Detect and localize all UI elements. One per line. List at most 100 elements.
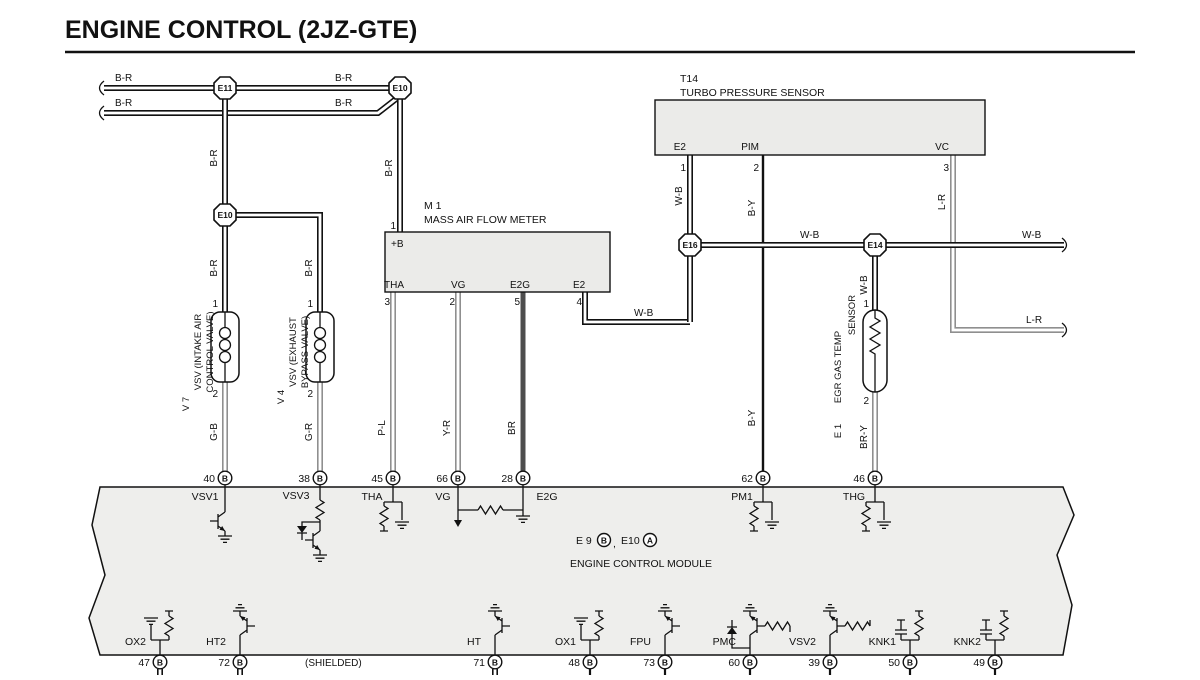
terminal-number: 50 (888, 657, 900, 669)
ecm-circuit-ht2 (232, 603, 256, 655)
terminal-name: KNK2 (954, 636, 982, 648)
maf-pin-e2: E2 (573, 280, 586, 291)
terminal-number: 73 (643, 657, 655, 669)
egr-resistor-symbol (868, 310, 882, 392)
terminal-connector-circle (867, 470, 883, 486)
wire-label-by: B-Y (747, 409, 758, 426)
continuation-brace (1061, 322, 1068, 338)
terminal-connector-circle (152, 654, 168, 670)
connector-e11: E11 (213, 76, 237, 100)
pin-number: 1 (390, 221, 396, 232)
pin-number: 1 (863, 299, 869, 310)
wire-label-br: B-R (384, 159, 395, 176)
ecm-ref2: E10 (621, 535, 640, 547)
turbo-box (654, 99, 986, 156)
terminal-name: OX1 (555, 636, 576, 648)
egr-id: E 1 (833, 424, 844, 438)
terminal-number: 45 (371, 473, 383, 485)
terminal-connector-circle (582, 654, 598, 670)
continuation-brace (1061, 237, 1068, 253)
ecm-circuit-thg (861, 485, 892, 532)
wire-label-wb: W-B (1022, 230, 1042, 241)
terminal-number: 62 (741, 473, 753, 485)
wire-label-gb: G-B (209, 423, 220, 441)
shielded-note: (SHIELDED) (305, 658, 362, 669)
terminal-connector-circle (385, 470, 401, 486)
terminal-connector-circle (450, 470, 466, 486)
ecm-ref1: E 9 (576, 535, 592, 547)
terminal-number: 72 (218, 657, 230, 669)
pin-number: 1 (307, 299, 313, 310)
terminal-code: B (827, 658, 833, 668)
terminal-number: 47 (138, 657, 150, 669)
wire-label-wb: W-B (859, 275, 870, 295)
pin-number: 2 (449, 297, 455, 308)
maf-pin-vg: VG (451, 280, 466, 291)
wire-label-br: B-R (115, 98, 132, 109)
terminal-connector-circle (515, 470, 531, 486)
connector-e14-label: E14 (867, 240, 882, 250)
pin-number: 2 (753, 163, 759, 174)
terminal-name: OX2 (125, 636, 146, 648)
pin-number: 5 (514, 297, 520, 308)
connector-e11-label: E11 (218, 83, 233, 93)
terminal-name: PM1 (731, 491, 753, 503)
terminal-number: 71 (473, 657, 485, 669)
pin-number: 2 (212, 389, 218, 400)
ecm-circuit-vsv1 (209, 485, 233, 544)
continuation-braces (98, 80, 1068, 338)
terminal-name: VSV2 (789, 636, 816, 648)
wire-label-by: B-Y (747, 199, 758, 216)
maf-id: M 1 (424, 200, 442, 212)
connector-e14: E14 (863, 233, 887, 257)
terminal-number: 48 (568, 657, 580, 669)
terminal-code: B (760, 474, 766, 484)
terminal-number: 40 (203, 473, 215, 485)
gray-wires (222, 155, 1064, 471)
wire-label-br: B-R (335, 73, 352, 84)
connector-e10-mid: E10 (213, 203, 237, 227)
terminal-ht2: HT2 72 B (206, 636, 248, 670)
maf-pin-e2g: E2G (510, 280, 530, 291)
turbo-pin-vc: VC (935, 142, 949, 153)
terminal-e2g: 28 B E2G (501, 470, 558, 503)
ecm-circuit-vsv3 (297, 485, 328, 563)
pin-number: 2 (307, 389, 313, 400)
maf-pin-tha: THA (384, 280, 404, 291)
ecm-circuit-knk1 (895, 610, 924, 655)
egr-name-line1: EGR GAS TEMP (833, 331, 844, 403)
wire-label-pl: P-L (377, 420, 388, 436)
ecm-ref2-code: A (647, 536, 653, 546)
terminal-number: 49 (973, 657, 985, 669)
terminal-code: B (907, 658, 913, 668)
ecm-ref-separator: , (613, 538, 616, 550)
pin-number: 2 (863, 396, 869, 407)
terminal-code: B (455, 474, 461, 484)
terminal-code: B (237, 658, 243, 668)
maf-name: MASS AIR FLOW METER (424, 214, 547, 226)
turbo-name: TURBO PRESSURE SENSOR (680, 87, 825, 99)
terminal-vg: 66 B VG (435, 470, 466, 503)
ecm-circuit-ox1 (573, 610, 604, 655)
pin-number: 3 (943, 163, 949, 174)
maf-box (384, 231, 611, 293)
terminal-number: 46 (853, 473, 865, 485)
egr-gas-temp-sensor (862, 309, 888, 393)
vsv-exhaust-bypass-valve (305, 311, 335, 383)
vsv-intake-air-control-valve (210, 311, 240, 383)
turbo-id: T14 (680, 73, 698, 85)
ecm-module (88, 486, 1075, 656)
v7-id: V 7 (181, 397, 192, 411)
wire-label-wb: W-B (800, 230, 820, 241)
mass-air-flow-meter (384, 231, 611, 293)
terminal-code: B (492, 658, 498, 668)
terminal-code: B (662, 658, 668, 668)
terminal-vsv3: 38 B VSV3 (283, 470, 328, 502)
turbo-pin-e2: E2 (674, 142, 687, 153)
terminal-connector-circle (217, 470, 233, 486)
turbo-pressure-sensor (654, 99, 986, 156)
continuation-brace (98, 105, 105, 121)
continuation-brace (98, 80, 105, 96)
